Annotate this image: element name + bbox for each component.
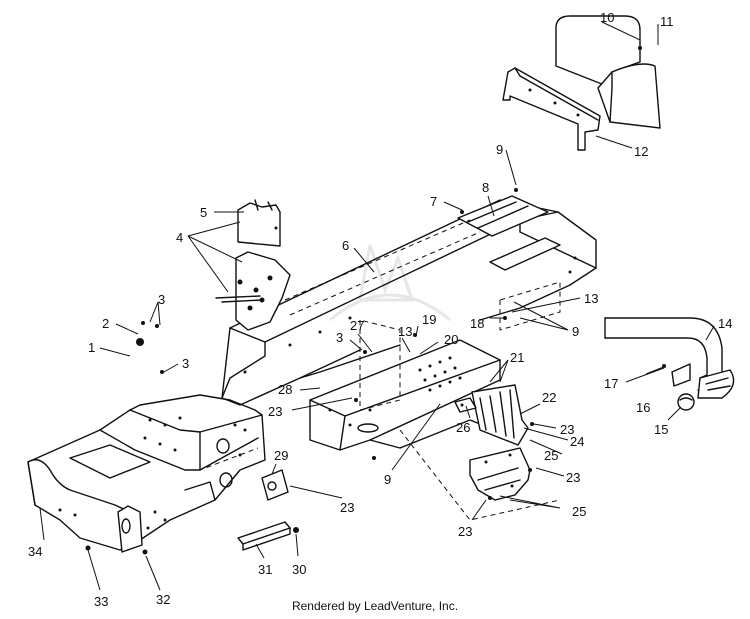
part-right-bracket (454, 384, 529, 446)
callout-4: 4 (176, 230, 183, 245)
watermark-logo (329, 244, 451, 322)
callout-22: 22 (542, 390, 556, 405)
callout-31: 31 (258, 562, 272, 577)
part-lower-plate (215, 251, 291, 331)
part-nut-30 (293, 527, 299, 533)
part-bracket-29 (261, 469, 289, 501)
callout-26: 26 (456, 420, 470, 435)
callout-13b: 13 (398, 324, 412, 339)
callout-20: 20 (444, 332, 458, 347)
callout-9: 9 (496, 142, 503, 157)
callout-28: 28 (278, 382, 292, 397)
callout-11: 11 (660, 14, 674, 29)
callout-10: 10 (600, 10, 614, 25)
callout-33: 33 (94, 594, 108, 609)
callout-23: 23 (268, 404, 282, 419)
hardware-fasteners (85, 46, 642, 555)
part-small-plate (662, 363, 691, 387)
part-upper-plate (237, 199, 281, 247)
callout-25b: 25 (572, 504, 586, 519)
callout-5: 5 (200, 205, 207, 220)
callout-25: 25 (544, 448, 558, 463)
callout-12: 12 (634, 144, 648, 159)
callout-23c: 23 (566, 470, 580, 485)
part-front-frame (27, 394, 266, 553)
callout-13: 13 (584, 291, 598, 306)
callout-15: 15 (654, 422, 668, 437)
callout-9c: 9 (384, 472, 391, 487)
callout-21: 21 (510, 350, 524, 365)
callout-3: 3 (158, 292, 165, 307)
callout-1: 1 (88, 340, 95, 355)
footer-credit: Rendered by LeadVenture, Inc. (291, 599, 459, 613)
callout-7: 7 (430, 194, 437, 209)
part-angle-bar (237, 521, 291, 551)
part-main-frame (221, 195, 597, 406)
callout-3b: 3 (182, 356, 189, 371)
callout-16: 16 (636, 400, 650, 415)
callout-8: 8 (482, 180, 489, 195)
callout-17: 17 (604, 376, 618, 391)
callout-29: 29 (274, 448, 288, 463)
callout-34: 34 (28, 544, 42, 559)
callout-24: 24 (570, 434, 584, 449)
part-handle-bar (604, 317, 735, 399)
callout-14: 14 (718, 316, 732, 331)
callout-23b: 23 (560, 422, 574, 437)
callout-6: 6 (342, 238, 349, 253)
callout-3c: 3 (336, 330, 343, 345)
callout-30: 30 (292, 562, 306, 577)
part-rear-bracket (502, 67, 601, 151)
part-lower-right-bracket (469, 447, 531, 501)
callout-2: 2 (102, 316, 109, 331)
callout-23e: 23 (458, 524, 472, 539)
callout-labels: 10 11 12 9 7 8 5 4 6 3 2 1 3 13 9 18 14 … (28, 10, 732, 609)
callout-9b: 9 (572, 324, 579, 339)
part-knob (677, 393, 695, 411)
leader-lines (39, 21, 715, 591)
part-rear-panel (555, 15, 661, 129)
callout-32: 32 (156, 592, 170, 607)
callout-18: 18 (470, 316, 484, 331)
callout-19: 19 (422, 312, 436, 327)
callout-23d: 23 (340, 500, 354, 515)
callout-27: 27 (350, 318, 364, 333)
